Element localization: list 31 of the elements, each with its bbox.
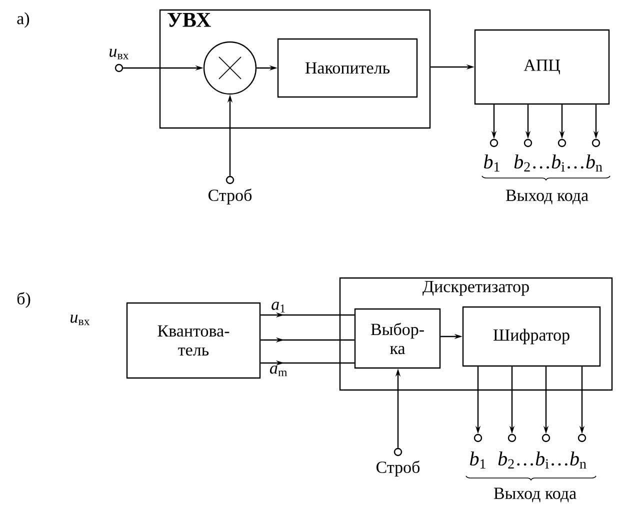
node-label: Строб (208, 188, 252, 204)
terminal: Строб (208, 176, 252, 204)
terminal (542, 434, 550, 442)
node-label: u$_{вх}$ (110, 48, 129, 60)
block-box: Выбор- ка (354, 308, 441, 369)
node-label: Строб (376, 460, 420, 476)
panel-label: б) (17, 292, 30, 308)
panel-label: а) (17, 12, 30, 28)
bit-label: b$_{1}$ (484, 154, 500, 172)
terminal (592, 138, 600, 148)
terminal (474, 434, 482, 442)
bit-label: b$_{2}$…b$_{i}$…b$_{n}$ (514, 154, 602, 172)
output-caption: Выход кода (494, 488, 576, 502)
bit-label: b$_{2}$…b$_{i}$…b$_{n}$ (498, 452, 586, 468)
edge-label: a$_{m}$ (270, 366, 288, 376)
block-box: Накопитель (277, 38, 418, 98)
bit-label: b$_{1}$ (470, 452, 486, 468)
multiplier-circle (203, 41, 257, 95)
edge-label: a$_{1}$ (272, 302, 285, 312)
output-caption: Выход кода (506, 190, 588, 204)
terminal (558, 138, 566, 148)
terminal: Строб (376, 448, 420, 476)
terminal: u$_{вх}$ (110, 48, 129, 72)
terminal (578, 434, 586, 442)
block-box: Квантова- тель (126, 302, 261, 379)
terminal (524, 138, 532, 148)
terminal (490, 138, 498, 148)
block-box: Шифратор (462, 306, 601, 367)
input-label: u$_{вх}$ (70, 314, 90, 326)
block-box: АПЦ (474, 29, 610, 105)
terminal (508, 434, 516, 442)
